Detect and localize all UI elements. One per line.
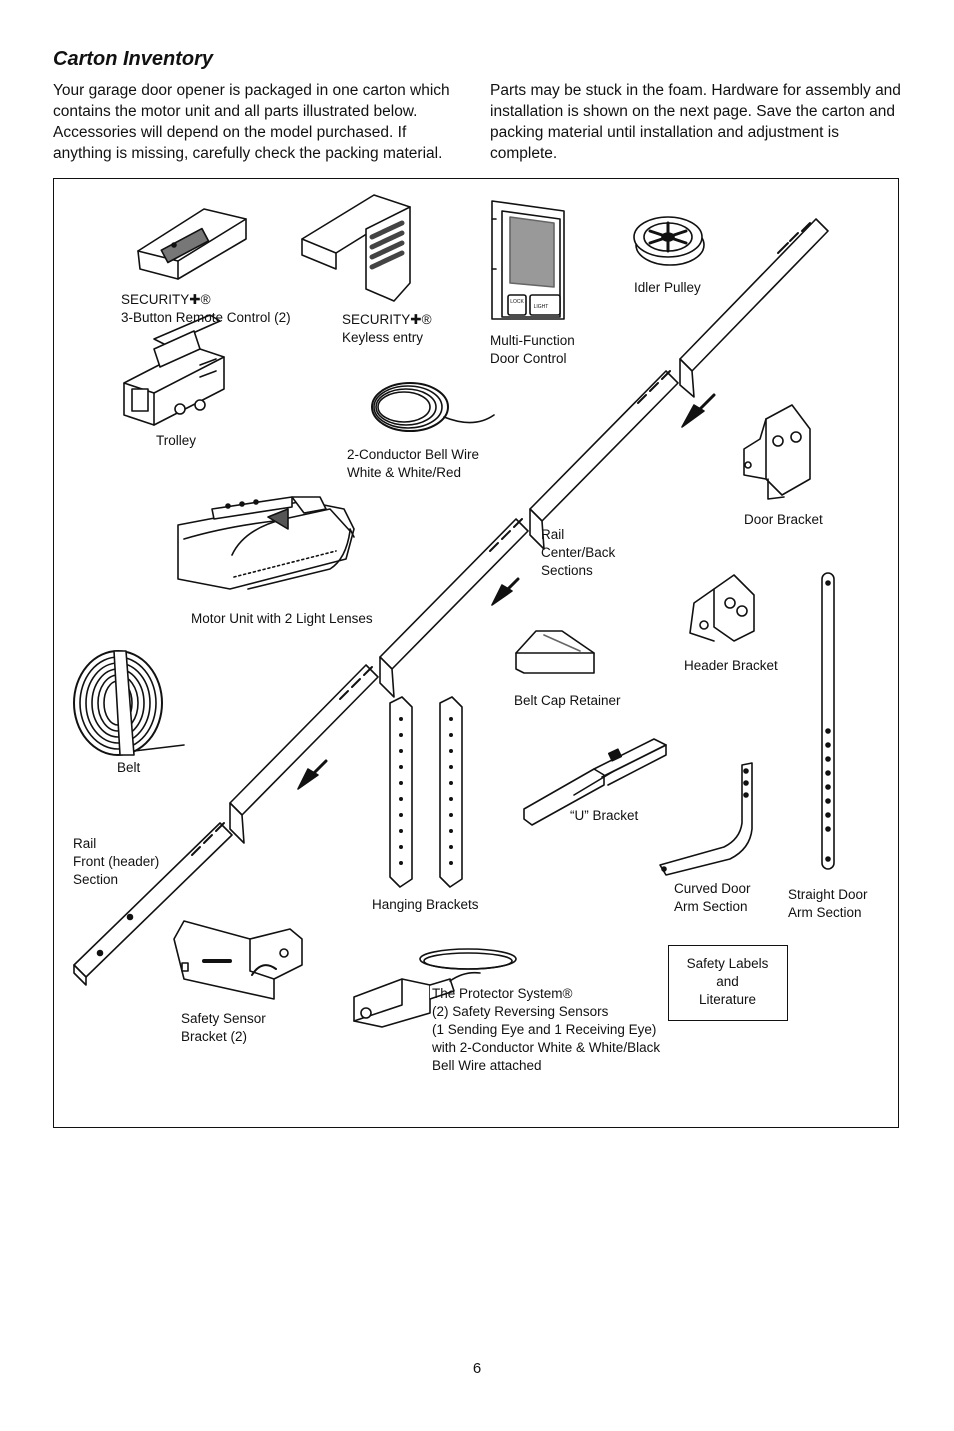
label-curved-arm: Curved Door Arm Section (674, 881, 751, 914)
idler-pulley-illustration (633, 216, 705, 266)
label-protector-system: The Protector System® (2) Safety Reversi… (432, 986, 661, 1073)
parts-illustration: LOCK LIGHT (73, 194, 835, 1028)
door-bracket-illustration (743, 404, 811, 500)
intro-paragraph-right: Parts may be stuck in the foam. Hardware… (490, 82, 901, 162)
label-remote-control: SECURITY✚® 3-Button Remote Control (2) (121, 292, 291, 325)
door-control-illustration: LOCK LIGHT (491, 200, 565, 320)
bell-wire-illustration (371, 382, 495, 432)
sensor-bracket-illustration (173, 920, 303, 1000)
label-belt-cap: Belt Cap Retainer (514, 693, 621, 708)
label-sensor-bracket: Safety Sensor Bracket (2) (181, 1011, 266, 1044)
header-bracket-illustration (689, 574, 755, 642)
label-motor-unit: Motor Unit with 2 Light Lenses (191, 611, 373, 626)
rail-illustration (73, 218, 829, 986)
remote-control-illustration (137, 208, 247, 280)
light-button-label: LIGHT (534, 304, 549, 310)
curved-arm-illustration (659, 762, 753, 876)
label-hanging-brackets: Hanging Brackets (372, 897, 479, 912)
safety-labels-box: Safety Labels and Literature (668, 945, 788, 1021)
page-title: Carton Inventory (53, 48, 214, 70)
label-rail-front: Rail Front (header) Section (73, 836, 160, 887)
label-door-bracket: Door Bracket (744, 512, 823, 527)
label-u-bracket: “U” Bracket (570, 808, 639, 823)
straight-arm-illustration (821, 572, 835, 870)
u-bracket-illustration (523, 738, 667, 826)
label-trolley: Trolley (156, 433, 197, 448)
label-straight-arm: Straight Door Arm Section (788, 887, 868, 920)
label-safety-labels: Safety Labels and Literature (686, 956, 769, 1007)
label-door-control: Multi-Function Door Control (490, 333, 575, 366)
sensor-illustration (353, 948, 517, 1028)
belt-cap-illustration (515, 630, 595, 674)
label-rail-center: Rail Center/Back Sections (541, 527, 616, 578)
intro-paragraph-left: Your garage door opener is packaged in o… (53, 82, 450, 162)
hanging-brackets-illustration (389, 696, 463, 888)
label-belt: Belt (117, 760, 141, 775)
keyless-entry-illustration (301, 194, 411, 302)
motor-unit-illustration (177, 496, 355, 590)
lock-button-label: LOCK (510, 299, 524, 305)
trolley-illustration (123, 314, 225, 426)
label-keyless-entry: SECURITY✚® Keyless entry (342, 312, 432, 345)
label-idler-pulley: Idler Pulley (634, 280, 701, 295)
page-number: 6 (472, 1360, 482, 1377)
label-bell-wire: 2-Conductor Bell Wire White & White/Red (347, 447, 480, 480)
label-header-bracket: Header Bracket (684, 658, 778, 673)
belt-illustration (73, 650, 185, 756)
carton-inventory-figure: LOCK LIGHT (53, 178, 899, 1128)
